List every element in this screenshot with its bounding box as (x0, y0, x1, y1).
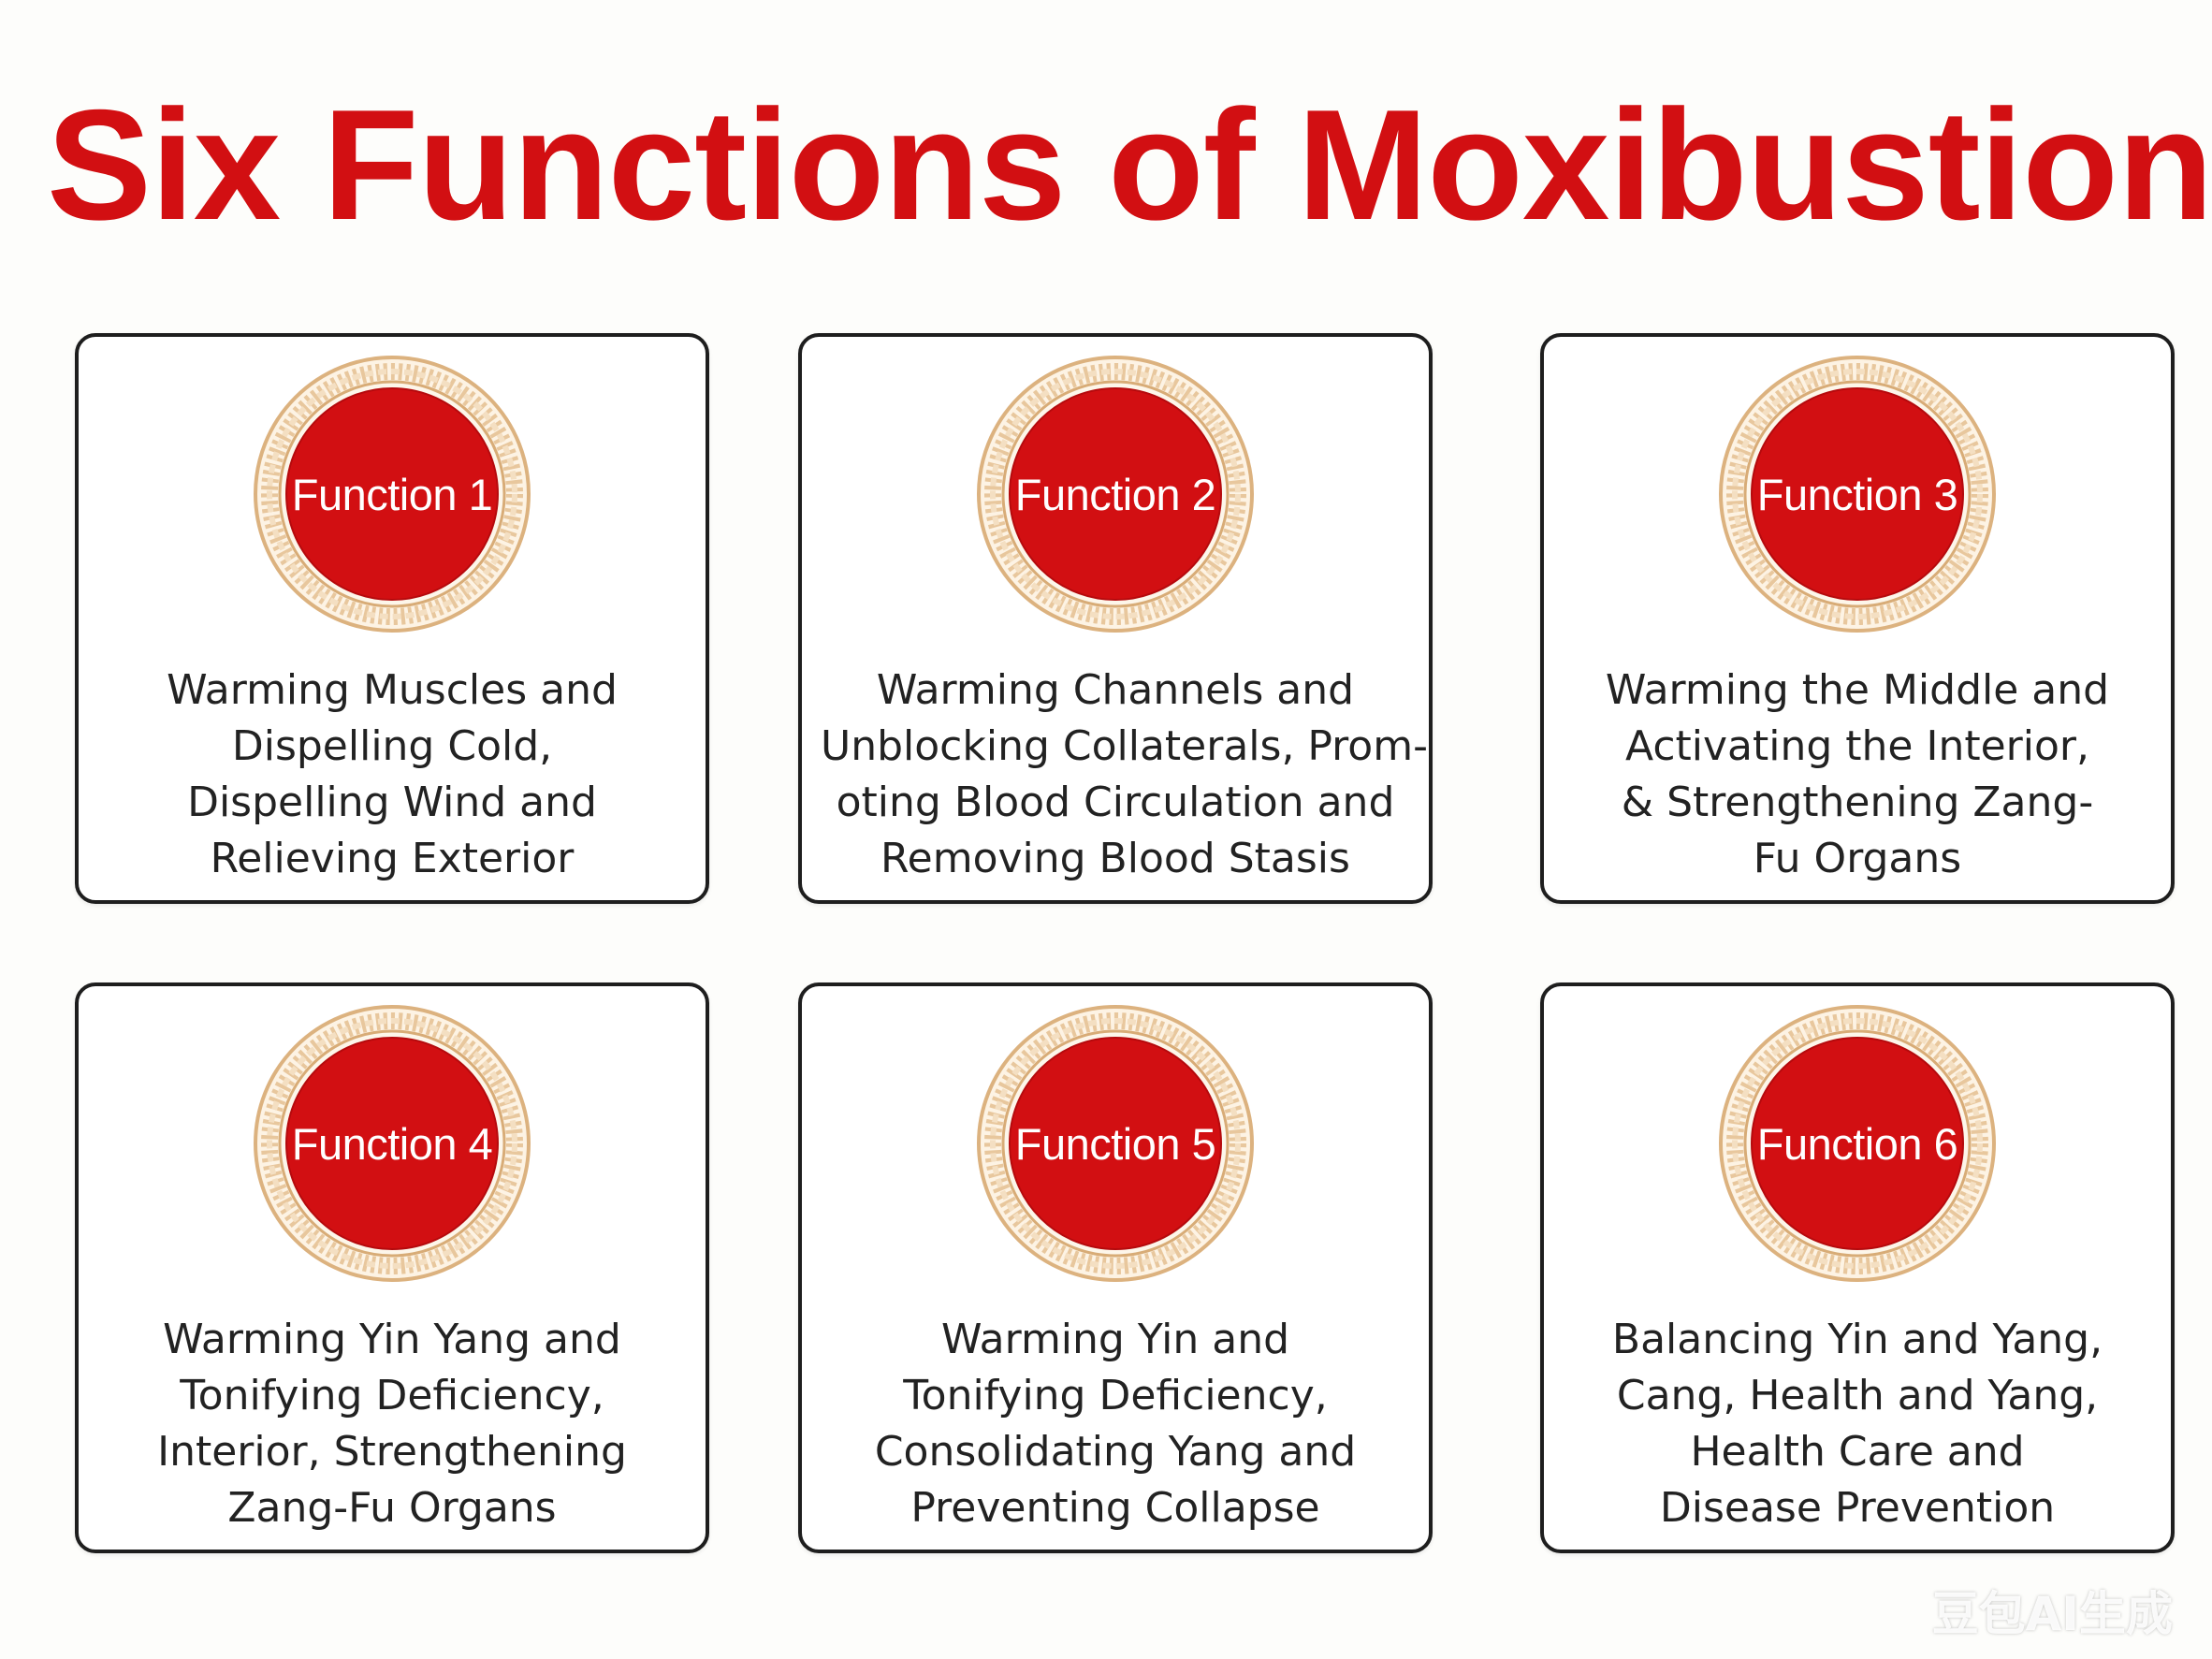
description-line: Warming Muscles and (167, 666, 618, 714)
function-badge-label: Function 4 (291, 1118, 493, 1169)
description-line: & Strengthening Zang- (1621, 779, 2094, 826)
description-line: Warming Yin Yang and (163, 1316, 621, 1363)
function-badge-label: Function 5 (1014, 1118, 1216, 1169)
function-card-1: Function 1 Warming Muscles and Dispellin… (75, 333, 709, 904)
function-badge-label: Function 3 (1756, 469, 1958, 519)
page-title: Six Functions of Moxibustion (47, 77, 2212, 253)
description-line: Cang, Health and Yang, (1616, 1372, 2099, 1419)
function-badge-3: Function 3 (1717, 354, 1998, 634)
description-line: Activating the Interior, (1625, 722, 2089, 770)
function-badge-1: Function 1 (252, 354, 532, 634)
description-line: Fu Organs (1753, 835, 1962, 882)
function-badge-2: Function 2 (975, 354, 1256, 634)
function-description: Warming Muscles and Dispelling Cold, Dis… (97, 662, 687, 887)
function-card-4: Function 4 Warming Yin Yang and Tonifyin… (75, 982, 709, 1553)
description-line: Zang-Fu Organs (227, 1484, 557, 1532)
description-line: Preventing Collapse (910, 1484, 1320, 1532)
description-line: Tonifying Deficiency, (180, 1372, 604, 1419)
function-badge-5: Function 5 (975, 1003, 1256, 1284)
description-line: Disease Prevention (1659, 1484, 2056, 1532)
description-line: Warming Yin and (940, 1316, 1290, 1363)
watermark: 豆包AI生成 (1931, 1587, 2173, 1641)
description-line: Dispelling Cold, (231, 722, 553, 770)
function-description: Warming the Middle and Activating the In… (1563, 662, 2152, 887)
description-line: Interior, Strengthening (157, 1428, 627, 1476)
description-line: Warming Channels and (876, 666, 1355, 714)
function-badge-6: Function 6 (1717, 1003, 1998, 1284)
description-line: Balancing Yin and Yang, (1611, 1316, 2103, 1363)
function-card-3: Function 3 Warming the Middle and Activa… (1540, 333, 2175, 904)
function-description: Warming Yin Yang and Tonifying Deficienc… (97, 1312, 687, 1536)
description-line: Health Care and (1690, 1428, 2025, 1476)
function-card-5: Function 5 Warming Yin and Tonifying Def… (798, 982, 1433, 1553)
function-description: Warming Yin and Tonifying Deficiency, Co… (821, 1312, 1410, 1536)
function-badge-label: Function 1 (291, 469, 493, 519)
function-description: Warming Channels and Unblocking Collater… (821, 662, 1428, 887)
description-line: Warming the Middle and (1605, 666, 2110, 714)
function-description: Balancing Yin and Yang, Cang, Health and… (1563, 1312, 2152, 1536)
function-card-6: Function 6 Balancing Yin and Yang, Cang,… (1540, 982, 2175, 1553)
description-line: Tonifying Deficiency, (903, 1372, 1328, 1419)
function-badge-4: Function 4 (252, 1003, 532, 1284)
description-line: Dispelling Wind and (187, 779, 597, 826)
description-line: Relieving Exterior (210, 835, 575, 882)
function-badge-label: Function 6 (1756, 1118, 1958, 1169)
description-line: Removing Blood Stasis (880, 835, 1350, 882)
description-line: Consolidating Yang and (874, 1428, 1357, 1476)
function-badge-label: Function 2 (1014, 469, 1216, 519)
description-line: Unblocking Collaterals, Prom- (821, 722, 1428, 770)
description-line: oting Blood Circulation and (836, 779, 1395, 826)
function-card-2: Function 2 Warming Channels and Unblocki… (798, 333, 1433, 904)
